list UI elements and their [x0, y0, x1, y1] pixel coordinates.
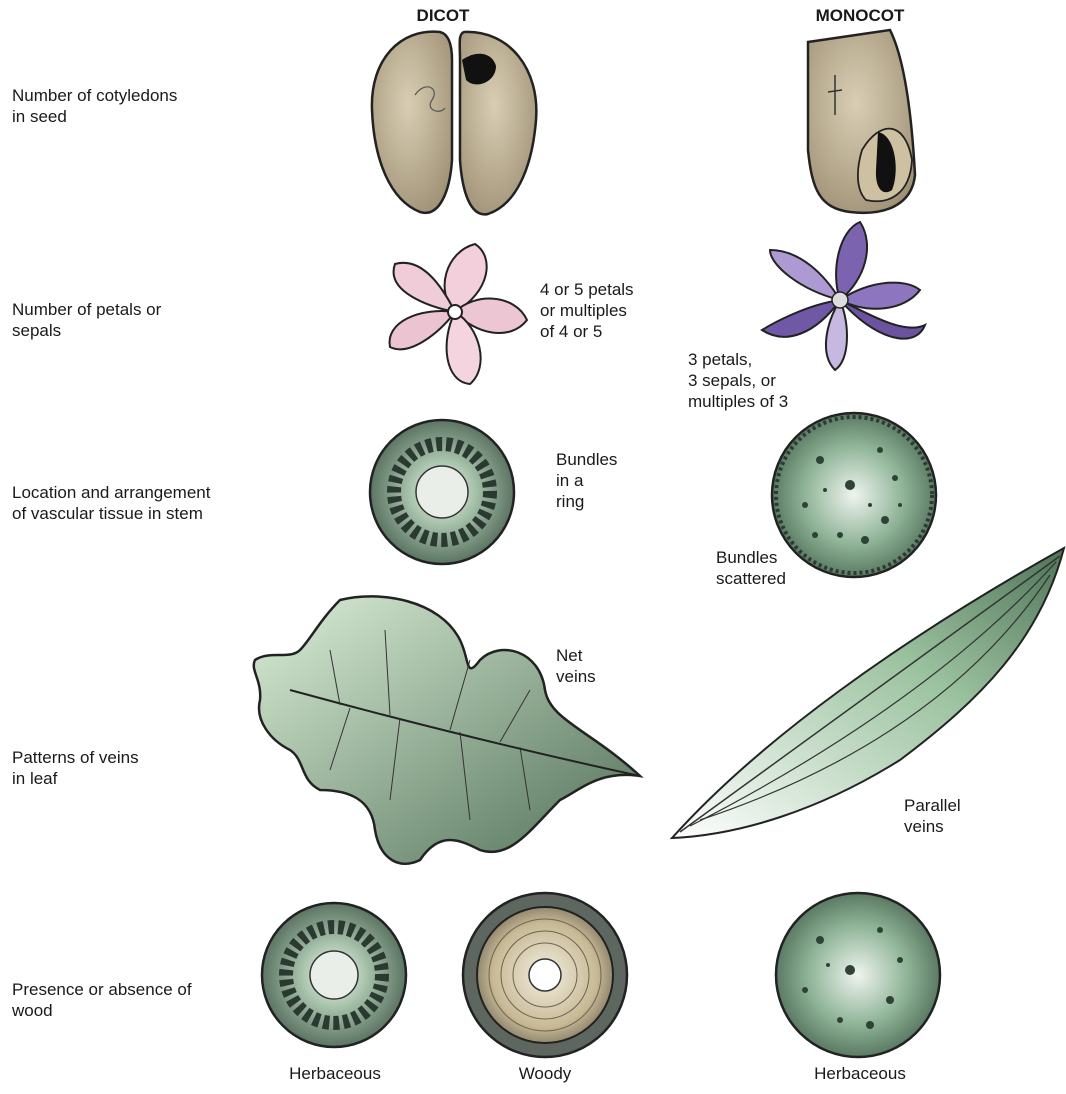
- dicot-veins-note: Net veins: [556, 645, 596, 687]
- monocot-stem-illustration: [772, 413, 936, 577]
- dicot-leaf-illustration: [254, 596, 640, 863]
- monocot-bundles-note: Bundles scattered: [716, 547, 786, 589]
- dicot-flower-illustration: [390, 244, 527, 384]
- monocot-seed-illustration: [808, 30, 915, 213]
- herbaceous-dicot-stem-illustration: [262, 903, 406, 1047]
- dicot-stem-illustration: [370, 420, 514, 564]
- herbaceous-monocot-caption: Herbaceous: [790, 1064, 930, 1084]
- herbaceous-monocot-stem-illustration: [776, 893, 940, 1057]
- woody-stem-illustration: [463, 893, 627, 1057]
- dicot-seed-illustration: [372, 32, 536, 215]
- monocot-flower-illustration: [762, 222, 925, 370]
- woody-caption: Woody: [490, 1064, 600, 1084]
- monocot-leaf-illustration: [672, 548, 1064, 838]
- dicot-petals-note: 4 or 5 petals or multiples of 4 or 5: [540, 279, 634, 342]
- monocot-veins-note: Parallel veins: [904, 795, 961, 837]
- monocot-petals-note: 3 petals, 3 sepals, or multiples of 3: [688, 349, 788, 412]
- herbaceous-dicot-caption: Herbaceous: [265, 1064, 405, 1084]
- dicot-bundles-note: Bundles in a ring: [556, 449, 617, 512]
